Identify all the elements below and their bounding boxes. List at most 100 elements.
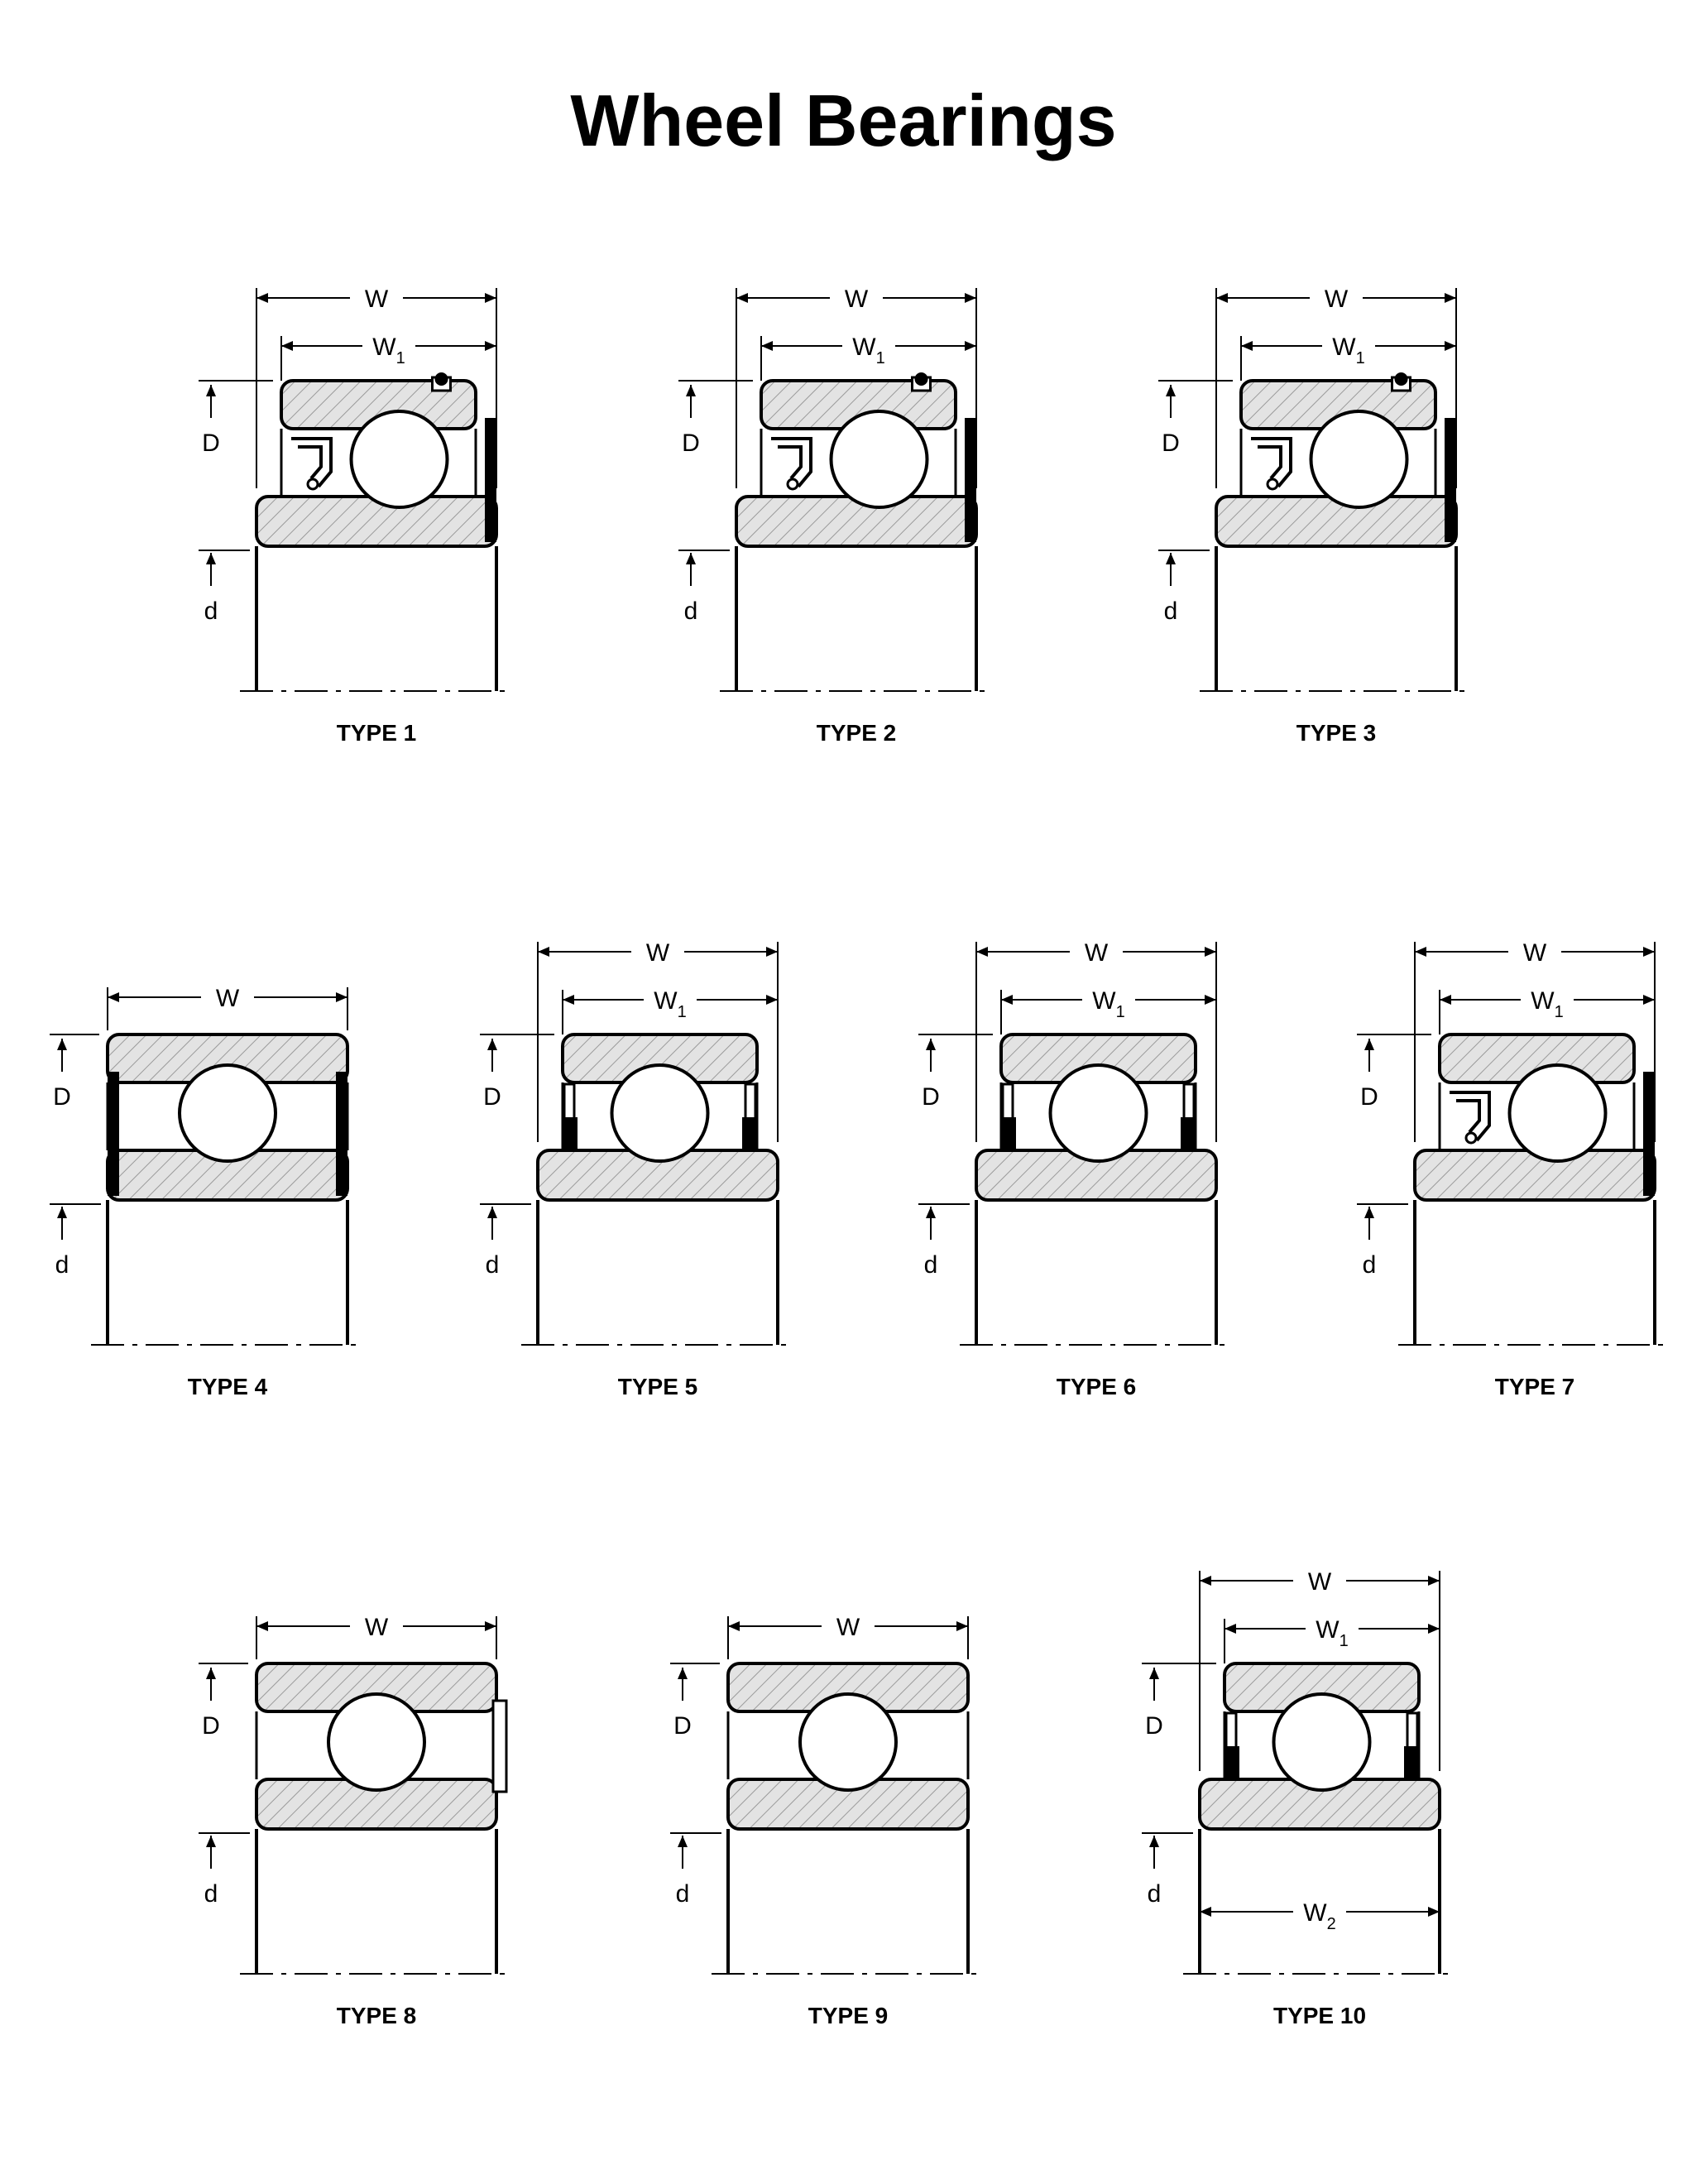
right-shield [1643, 1072, 1655, 1196]
ball [610, 1063, 710, 1163]
type-label: TYPE 5 [618, 1374, 697, 1399]
lip-seal [291, 437, 333, 488]
dimension-D-label: D [1162, 430, 1180, 457]
type-label: TYPE 9 [808, 2003, 888, 2028]
dimension-w1-label: W1 [1531, 987, 1563, 1021]
dimension-w1-label: W1 [1092, 987, 1124, 1021]
dimension-d-label: d [684, 598, 698, 625]
type-label: TYPE 6 [1057, 1374, 1136, 1399]
dimension-D-label: D [1145, 1712, 1163, 1740]
left-shield [108, 1072, 119, 1196]
dimension-D-label: D [673, 1712, 692, 1740]
dimension-d-label: d [676, 1880, 690, 1908]
inner-ring [255, 495, 498, 548]
type-label: TYPE 8 [337, 2003, 416, 2028]
arrow-head [1001, 995, 1013, 1005]
arrow-head [485, 293, 496, 303]
arrow-head [976, 947, 988, 957]
seal-spring [786, 478, 799, 491]
left-seal-lip [1003, 1117, 1016, 1150]
arrow-head [1149, 1836, 1159, 1847]
arrow-head [1643, 947, 1655, 957]
arrow-head [1643, 995, 1655, 1005]
arrow-head [1205, 995, 1216, 1005]
type-label: TYPE 4 [188, 1374, 268, 1399]
arrow-head [256, 293, 268, 303]
ball [1272, 1692, 1372, 1792]
inner-ring [735, 495, 978, 548]
arrow-head [965, 341, 976, 351]
type-label: TYPE 10 [1273, 2003, 1366, 2028]
side-plate [491, 1699, 508, 1793]
arrow-head [1428, 1907, 1440, 1917]
arrow-head [1205, 947, 1216, 957]
arrow-head [728, 1621, 740, 1631]
arrow-head [766, 995, 778, 1005]
arrow-head [1241, 341, 1253, 351]
dimension-w-label: W [216, 985, 240, 1012]
arrow-head [563, 995, 574, 1005]
type-label: TYPE 3 [1296, 720, 1376, 746]
type-label: TYPE 2 [817, 720, 896, 746]
left-seal-lip [564, 1117, 578, 1150]
dimension-w-label: W [1308, 1568, 1332, 1596]
arrow-head [485, 341, 496, 351]
arrow-head [956, 1621, 968, 1631]
ball [829, 410, 929, 509]
arrow-head [1445, 293, 1456, 303]
arrow-head [485, 1621, 496, 1631]
dimension-d-label: d [55, 1251, 69, 1279]
arrow-head [487, 1039, 497, 1050]
ball [349, 410, 449, 509]
dimension-d-label: d [1164, 598, 1178, 625]
dimension-d-label: d [1363, 1251, 1377, 1279]
ball [178, 1063, 277, 1163]
arrow-head [256, 1621, 268, 1631]
dimension-w1-label: W1 [372, 334, 405, 367]
seal-spring [1266, 478, 1279, 491]
arrow-head [206, 1668, 216, 1679]
arrow-head [1364, 1207, 1374, 1218]
oil-hole-plug [434, 372, 448, 386]
dimension-w-label: W [1085, 939, 1109, 967]
dimension-D-label: D [682, 430, 700, 457]
arrow-head [206, 385, 216, 396]
right-shield [336, 1072, 347, 1196]
dimension-w-label: W [646, 939, 670, 967]
dimension-D-label: D [922, 1083, 940, 1111]
dimension-D-label: D [1360, 1083, 1378, 1111]
lip-seal [1251, 437, 1292, 488]
dimension-D-label: D [202, 430, 220, 457]
arrow-head [281, 341, 293, 351]
right-seal-lip [1181, 1117, 1194, 1150]
dimension-w-label: W [365, 286, 389, 313]
arrow-head [1445, 341, 1456, 351]
arrow-head [1415, 947, 1426, 957]
arrow-head [1364, 1039, 1374, 1050]
dimension-w-label: W [1523, 939, 1547, 967]
dimension-d-label: d [204, 1880, 218, 1908]
arrow-head [206, 1836, 216, 1847]
right-shield [965, 418, 976, 542]
ball [1048, 1063, 1148, 1163]
arrow-head [766, 947, 778, 957]
seal-spring [306, 478, 319, 491]
arrow-head [538, 947, 549, 957]
arrow-head [57, 1039, 67, 1050]
arrow-head [487, 1207, 497, 1218]
ball [798, 1692, 898, 1792]
dimension-w-label: W [836, 1614, 860, 1641]
dimension-w-label: W [1325, 286, 1349, 313]
dimension-w1-label: W1 [1316, 1616, 1348, 1650]
right-seal-lip [742, 1117, 755, 1150]
arrow-head [1225, 1624, 1236, 1634]
dimension-w-label: W [365, 1614, 389, 1641]
dimension-D-label: D [53, 1083, 71, 1111]
